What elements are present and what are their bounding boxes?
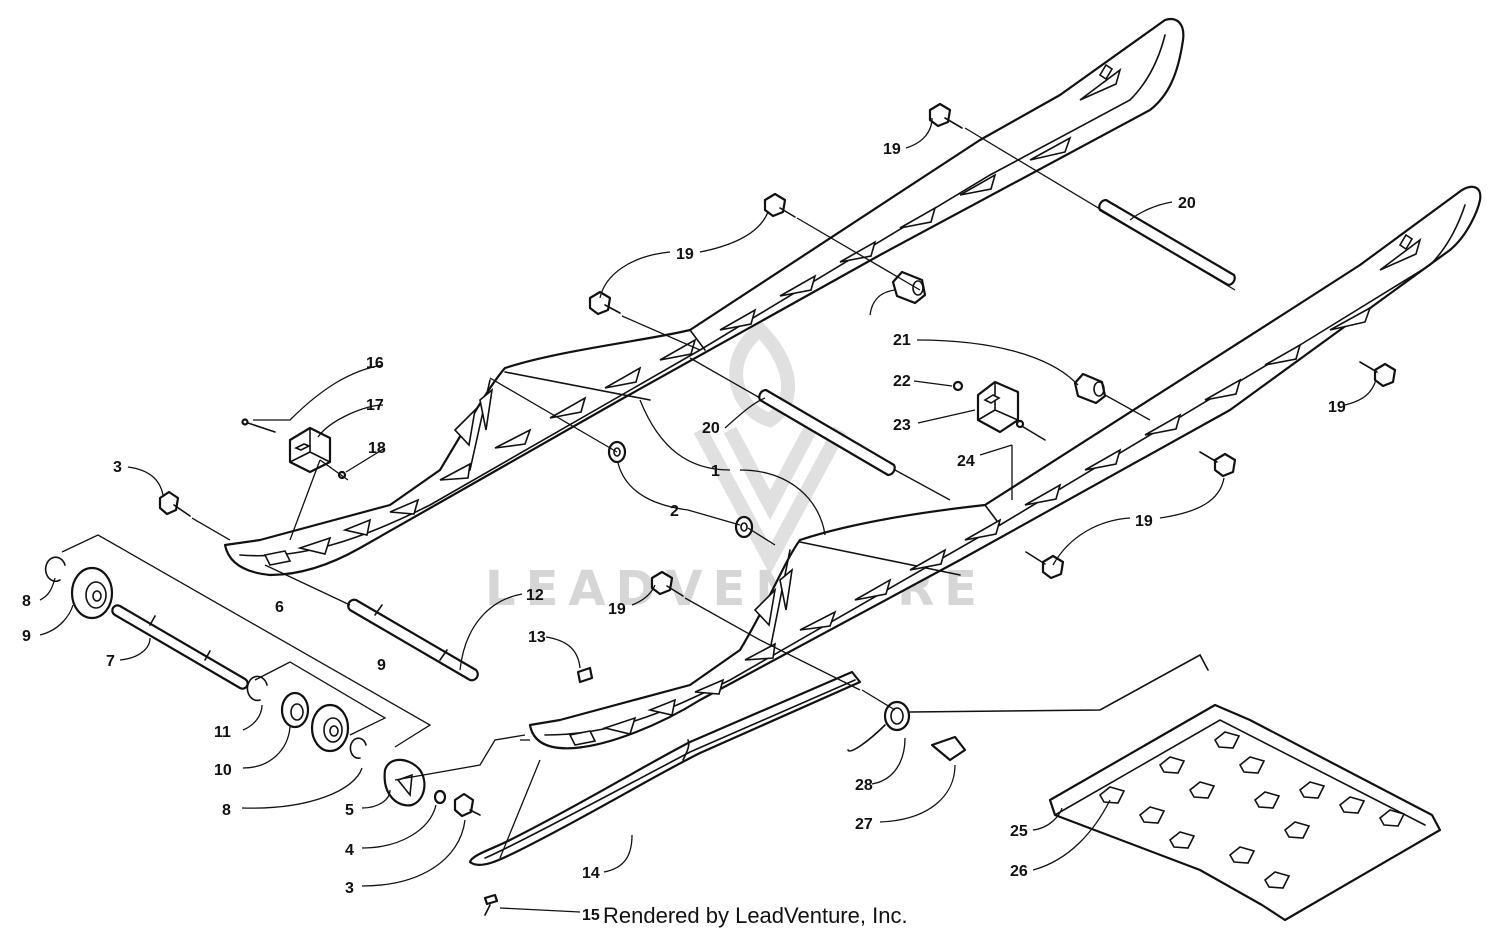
spring-28[interactable] <box>847 653 1209 752</box>
bolt-19-right-lower[interactable] <box>1025 551 1065 580</box>
left-rail-cutouts <box>263 63 1122 566</box>
callout-8: 8 <box>222 802 231 819</box>
callout-8: 8 <box>22 593 31 610</box>
idler-wheel-hub-5[interactable] <box>383 758 426 807</box>
bearing-10[interactable] <box>280 691 310 729</box>
callouts: 19 20 19 21 22 23 24 19 19 20 1 2 16 17 … <box>22 141 1346 924</box>
bolt-19-front[interactable] <box>650 570 684 597</box>
block-17[interactable] <box>288 426 332 474</box>
right-rail-cutouts <box>568 233 1422 746</box>
bolt-3-lower[interactable] <box>453 792 481 818</box>
bearing-9-right[interactable] <box>310 703 350 753</box>
washer-lower[interactable] <box>734 515 754 539</box>
bearing-9-left[interactable] <box>70 566 114 620</box>
shaft-7[interactable] <box>111 604 249 690</box>
callout-15: 15 <box>582 907 600 924</box>
wear-strip-14[interactable] <box>468 670 862 867</box>
bumper-27[interactable] <box>930 735 967 762</box>
snap-ring-8-left[interactable] <box>44 556 66 582</box>
bracket-6 <box>61 534 432 748</box>
callout-19: 19 <box>1135 513 1153 530</box>
callout-3: 3 <box>345 880 354 897</box>
callout-23: 23 <box>893 417 911 434</box>
right-rail[interactable] <box>528 185 1482 750</box>
washer-4[interactable] <box>433 789 447 805</box>
bushing-upper[interactable] <box>891 270 927 305</box>
callout-17: 17 <box>366 397 384 414</box>
bolt-3-upper[interactable] <box>158 490 191 517</box>
callout-19: 19 <box>676 246 694 263</box>
callout-24: 24 <box>957 453 975 470</box>
pin-16[interactable] <box>241 418 276 433</box>
lock-nut[interactable] <box>952 380 964 392</box>
callout-2: 2 <box>670 503 679 520</box>
callout-28: 28 <box>855 777 873 794</box>
callout-20: 20 <box>1178 195 1196 212</box>
block-screw[interactable] <box>1015 419 1046 441</box>
credit-text: Rendered by LeadVenture, Inc. <box>603 903 908 928</box>
callout-19: 19 <box>608 601 626 618</box>
nut-13[interactable] <box>576 666 594 684</box>
callout-12: 12 <box>526 587 544 604</box>
callout-19: 19 <box>1328 399 1346 416</box>
bolt-19-left[interactable] <box>588 290 621 316</box>
callout-16: 16 <box>366 355 384 372</box>
axle-12[interactable] <box>347 598 479 682</box>
bolt-19-right-mid[interactable] <box>1199 451 1237 478</box>
callout-10: 10 <box>214 762 232 779</box>
screw-15[interactable] <box>483 893 499 916</box>
bolt-19-mid[interactable] <box>763 192 796 218</box>
callout-3: 3 <box>113 459 122 476</box>
callout-11: 11 <box>214 724 231 741</box>
cross-shaft-rear[interactable] <box>1098 198 1236 287</box>
callout-leaders <box>39 117 1377 913</box>
callout-14: 14 <box>582 865 600 882</box>
track-lugs <box>1098 731 1406 889</box>
bracket-9 <box>254 661 387 736</box>
callout-20: 20 <box>702 420 720 437</box>
left-rail[interactable] <box>223 17 1185 577</box>
cross-shaft-middle[interactable] <box>758 388 896 477</box>
callout-13: 13 <box>528 629 546 646</box>
snap-ring-8-right[interactable] <box>349 737 367 759</box>
track-section[interactable] <box>1048 703 1442 922</box>
callout-19: 19 <box>883 141 901 158</box>
callout-9: 9 <box>377 657 386 674</box>
bolt-19-right-upper[interactable] <box>1359 361 1397 388</box>
callout-9: 9 <box>22 628 31 645</box>
bushing-lower[interactable] <box>1073 372 1107 405</box>
callout-22: 22 <box>893 373 911 390</box>
snap-ring-11[interactable] <box>246 675 268 702</box>
callout-5: 5 <box>345 802 354 819</box>
callout-18: 18 <box>368 440 386 457</box>
callout-7: 7 <box>106 653 115 670</box>
callout-27: 27 <box>855 816 873 833</box>
callout-26: 26 <box>1010 863 1028 880</box>
callout-4: 4 <box>345 842 354 859</box>
callout-25: 25 <box>1010 823 1028 840</box>
callout-6: 6 <box>275 599 284 616</box>
assembly-lines <box>191 127 1236 711</box>
bolt-19-top[interactable] <box>928 102 963 129</box>
callout-21: 21 <box>893 332 911 349</box>
callout-1: 1 <box>711 463 720 480</box>
stop-block[interactable] <box>976 380 1020 434</box>
watermark-logo <box>693 320 847 575</box>
